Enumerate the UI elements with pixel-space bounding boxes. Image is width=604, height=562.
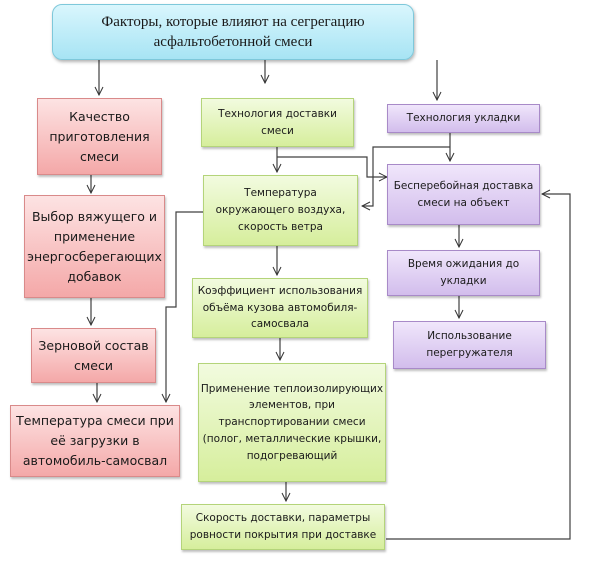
box-delivery-speed: Скорость доставки, параметры ровности по…: [181, 504, 385, 550]
box-mix-temperature-loading: Температура смеси при её загрузки в авто…: [10, 405, 180, 477]
box-waiting-time: Время ожидания до укладки: [387, 250, 540, 296]
box-reloader-usage: Использование перегружателя: [393, 321, 546, 369]
arrow-airtemp-to-mixtemp: [166, 211, 203, 402]
box-uninterrupted-delivery: Бесперебойная доставка смеси на объект: [387, 164, 540, 225]
box-air-temperature-wind: Температура окружающего воздуха, скорост…: [203, 175, 358, 246]
box-body-volume-coefficient: Коэффициент использования объёма кузова …: [192, 278, 368, 338]
box-laying-technology: Технология укладки: [387, 104, 540, 133]
arrow-speed-to-uninterrupted: [386, 194, 571, 540]
box-mix-preparation-quality: Качество приготовления смеси: [37, 98, 162, 175]
box-binder-selection: Выбор вяжущего и применение энергосберег…: [24, 195, 165, 298]
diagram-title: Факторы, которые влияют на сегрегацию ас…: [52, 4, 414, 60]
box-thermal-insulation: Применение теплоизолирующих элементов, п…: [198, 363, 386, 482]
box-grain-composition: Зерновой состав смеси: [31, 328, 156, 383]
arrow-deliverytech-to-uninterrupted: [277, 156, 387, 177]
box-delivery-technology: Технология доставки смеси: [201, 98, 354, 147]
arrow-layingtech-to-airtemp: [362, 146, 450, 206]
